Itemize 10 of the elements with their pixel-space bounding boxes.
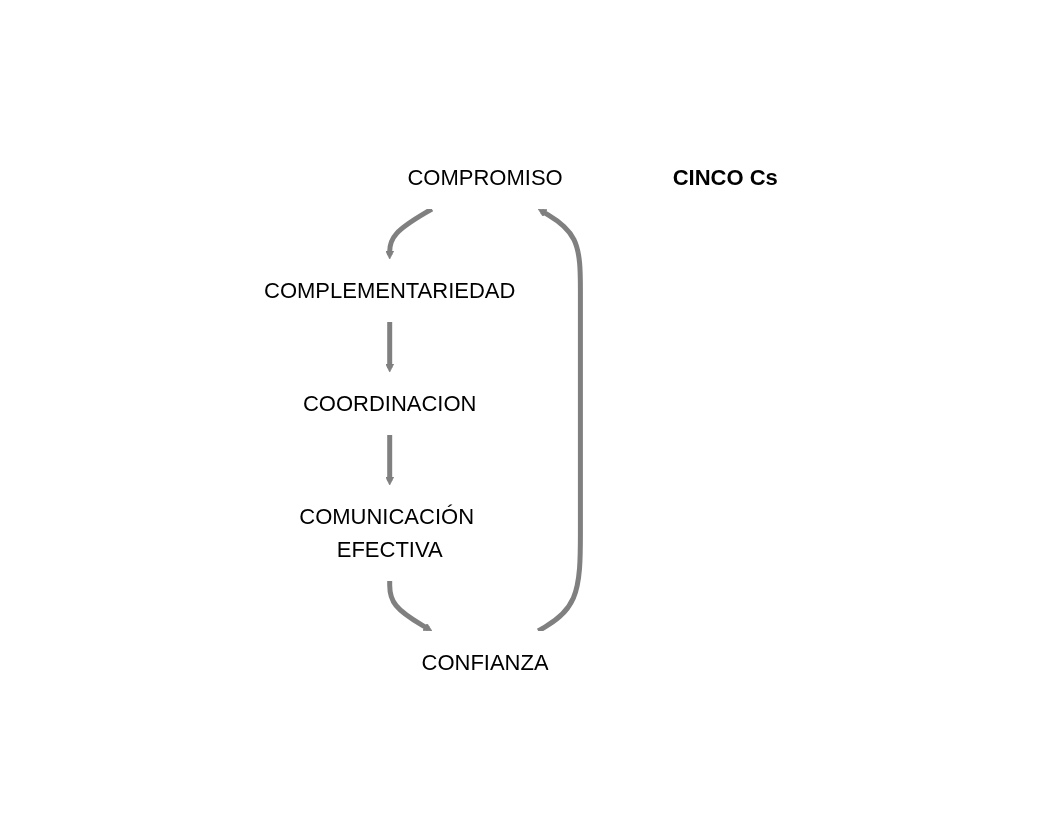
node-text: CONFIANZA [421,650,549,675]
node-text: CINCO Cs [672,165,778,190]
arrow [387,581,433,632]
arrow [385,435,395,486]
node-text: COMPLEMENTARIEDAD [264,278,516,303]
node-text: COMUNICACIÓN EFECTIVA [299,504,475,562]
arrow [385,322,395,373]
node-text: COORDINACION [303,391,477,416]
arrow [537,208,583,634]
node-text: COMPROMISO [407,165,563,190]
